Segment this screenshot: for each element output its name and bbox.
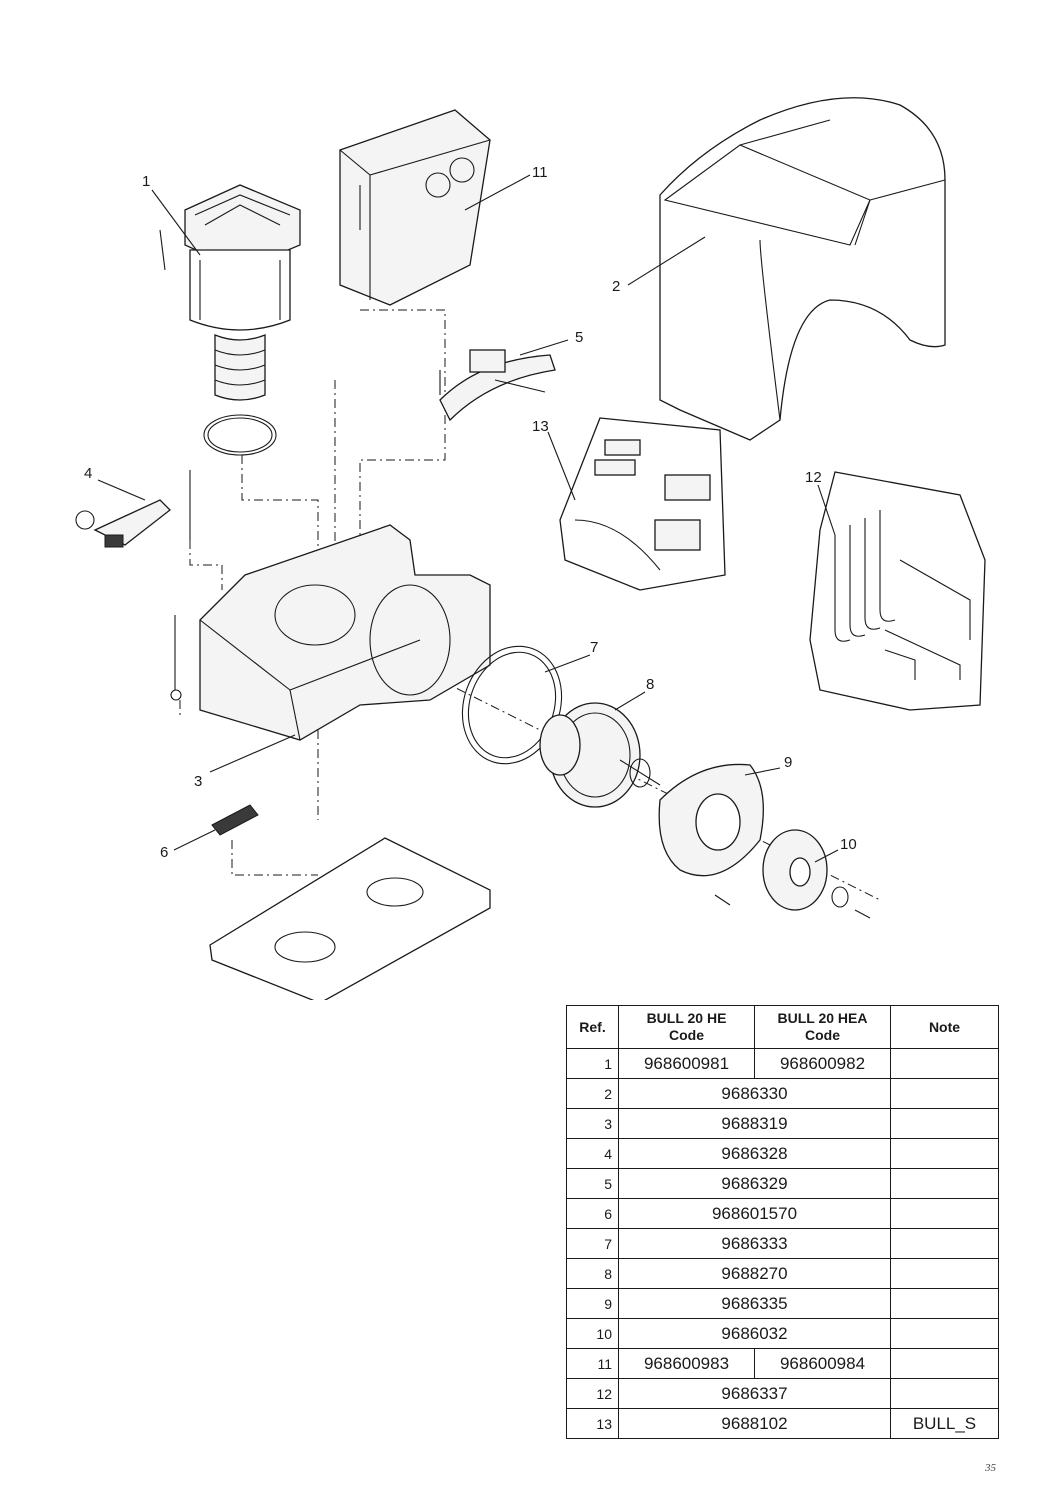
row-note (890, 1318, 999, 1349)
row-ref: 13 (566, 1408, 619, 1439)
part-11-control-box (339, 109, 491, 306)
row-ref: 3 (566, 1108, 619, 1139)
row-code: 9686335 (618, 1288, 891, 1319)
row-code: 968601570 (618, 1198, 891, 1229)
row-code: 9686329 (618, 1168, 891, 1199)
row-ref: 11 (566, 1348, 619, 1379)
row-code-he: 968600983 (618, 1348, 755, 1379)
part-1-motor (159, 184, 301, 456)
base-plate (209, 837, 491, 1000)
part-10-pinion (762, 829, 871, 919)
callout-6: 6 (160, 844, 168, 861)
row-code-hea: 968600982 (754, 1048, 891, 1079)
row-code: 9688102 (618, 1408, 891, 1439)
row-note (890, 1078, 999, 1109)
row-note (890, 1228, 999, 1259)
row-ref: 4 (566, 1138, 619, 1169)
row-ref: 1 (566, 1048, 619, 1079)
callout-1: 1 (142, 173, 150, 190)
table-row: 3 9688319 (566, 1108, 999, 1139)
header-note: Note (890, 1005, 999, 1049)
part-8-gear (539, 702, 661, 808)
callout-5: 5 (575, 329, 583, 346)
part-5-bracket (439, 349, 556, 422)
table-row: 9 9686335 (566, 1288, 999, 1319)
row-code: 9686330 (618, 1078, 891, 1109)
row-note (890, 1048, 999, 1079)
row-ref: 5 (566, 1168, 619, 1199)
row-note (890, 1168, 999, 1199)
callout-8: 8 (646, 676, 654, 693)
table-row: 7 9686333 (566, 1228, 999, 1259)
row-note (890, 1348, 999, 1379)
table-row: 5 9686329 (566, 1168, 999, 1199)
row-code: 9686328 (618, 1138, 891, 1169)
row-code-hea: 968600984 (754, 1348, 891, 1379)
row-note (890, 1288, 999, 1319)
row-code: 9686333 (618, 1228, 891, 1259)
table-row: 12 9686337 (566, 1378, 999, 1409)
callout-10: 10 (840, 836, 857, 853)
row-code: 9688319 (618, 1108, 891, 1139)
table-row: 11 968600983 968600984 (566, 1348, 999, 1379)
row-ref: 9 (566, 1288, 619, 1319)
table-row: 6 968601570 (566, 1198, 999, 1229)
table-row: 8 9688270 (566, 1258, 999, 1289)
table-row: 1 968600981 968600982 (566, 1048, 999, 1079)
row-note (890, 1198, 999, 1229)
header-ref: Ref. (566, 1005, 619, 1049)
exploded-parts-diagram: 1 2 3 4 5 6 7 8 9 10 11 12 13 (75, 97, 986, 1000)
row-ref: 10 (566, 1318, 619, 1349)
part-4-release-lever (75, 470, 191, 548)
table-row: 13 9688102 BULL_S (566, 1408, 999, 1439)
table-row: 2 9686330 (566, 1078, 999, 1109)
row-note (890, 1378, 999, 1409)
row-ref: 12 (566, 1378, 619, 1409)
row-code-he: 968600981 (618, 1048, 755, 1079)
part-13-kit (559, 417, 726, 591)
row-ref: 2 (566, 1078, 619, 1109)
part-3-housing (170, 524, 491, 741)
part-9-flange (658, 763, 764, 906)
row-ref: 7 (566, 1228, 619, 1259)
part-12-anchors (809, 471, 986, 711)
part-2-cover (659, 97, 946, 441)
callout-7: 7 (590, 639, 598, 656)
table-row: 10 9686032 (566, 1318, 999, 1349)
row-note (890, 1138, 999, 1169)
row-ref: 8 (566, 1258, 619, 1289)
callout-11: 11 (532, 164, 548, 181)
row-note: BULL_S (890, 1408, 999, 1439)
row-code: 9686337 (618, 1378, 891, 1409)
row-note (890, 1108, 999, 1139)
callout-13: 13 (532, 418, 549, 435)
callout-4: 4 (84, 465, 92, 482)
callout-12: 12 (805, 469, 822, 486)
row-code: 9688270 (618, 1258, 891, 1289)
callout-3: 3 (194, 773, 202, 790)
page-number: 35 (985, 1462, 996, 1474)
row-note (890, 1258, 999, 1289)
row-code: 9686032 (618, 1318, 891, 1349)
callout-2: 2 (612, 278, 620, 295)
callout-9: 9 (784, 754, 792, 771)
row-ref: 6 (566, 1198, 619, 1229)
table-row: 4 9686328 (566, 1138, 999, 1169)
part-6-capacitor (211, 804, 259, 836)
